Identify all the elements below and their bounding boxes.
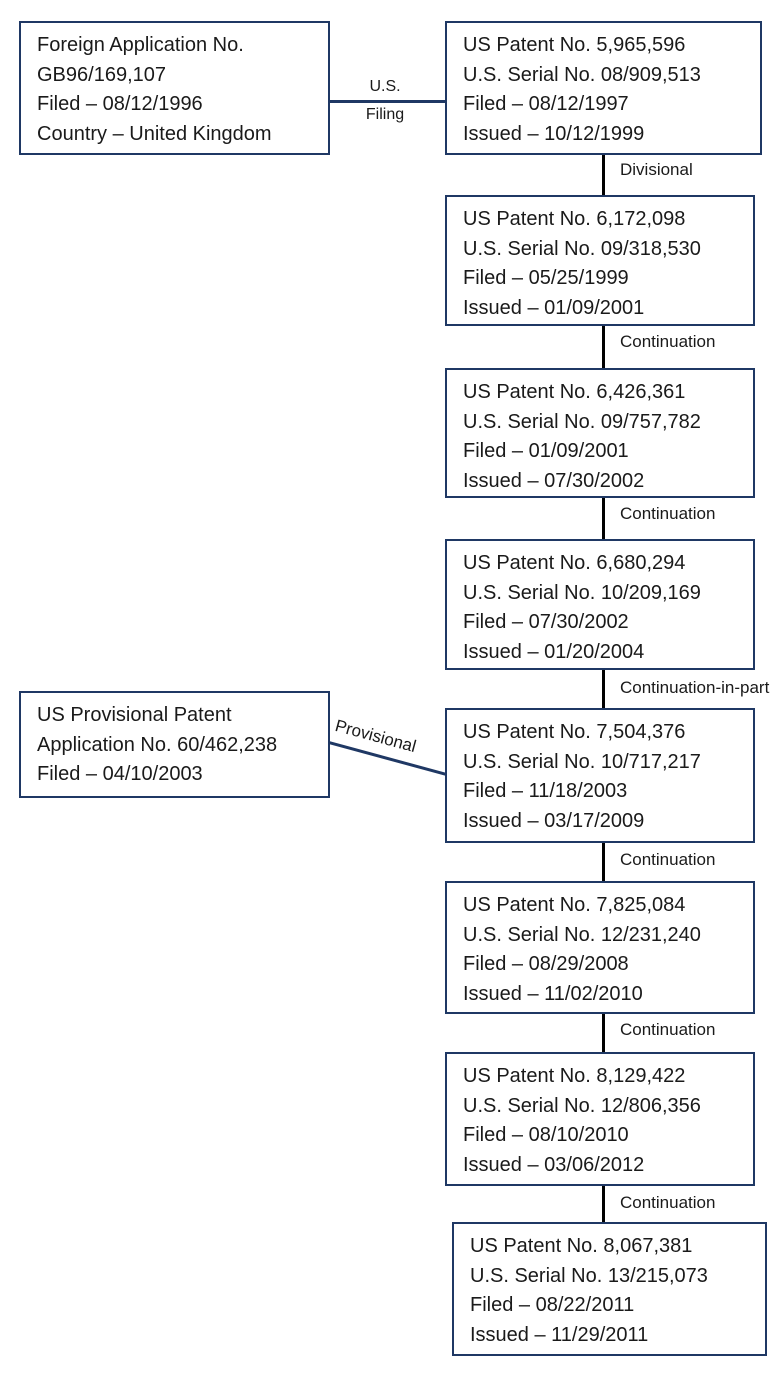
- node-us-provisional: US Provisional Patent Application No. 60…: [19, 691, 330, 798]
- country: Country – United Kingdom: [37, 122, 272, 145]
- connector-continuation-2: [602, 498, 605, 539]
- edge-label-divisional: Divisional: [620, 160, 693, 179]
- node-us-patent-6680294: US Patent No. 6,680,294 U.S. Serial No. …: [445, 539, 755, 670]
- filed-date: Filed – 08/29/2008: [463, 953, 629, 975]
- connector-continuation-5: [602, 1186, 605, 1222]
- filed-date: Filed – 08/12/1997: [463, 93, 629, 115]
- patent-number: US Patent No. 6,172,098: [463, 208, 686, 230]
- patent-number: US Patent No. 6,426,361: [463, 381, 686, 403]
- edge-label-us-filing-bottom: Filing: [365, 106, 405, 123]
- serial-number: U.S. Serial No. 09/757,782: [463, 410, 701, 433]
- application-number-title: Foreign Application No.: [37, 34, 244, 56]
- edge-label-continuation-in-part: Continuation-in-part: [620, 678, 770, 697]
- patent-number: US Patent No. 7,825,084: [463, 894, 686, 916]
- patent-number: US Patent No. 5,965,596: [463, 34, 686, 56]
- node-us-patent-7504376: US Patent No. 7,504,376 U.S. Serial No. …: [445, 708, 755, 843]
- filed-date: Filed – 08/10/2010: [463, 1124, 629, 1146]
- node-us-patent-8129422: US Patent No. 8,129,422 U.S. Serial No. …: [445, 1052, 755, 1186]
- patent-number: US Patent No. 8,067,381: [470, 1235, 693, 1257]
- edge-label-continuation-4: Continuation: [620, 1020, 716, 1039]
- patent-number: US Patent No. 7,504,376: [463, 721, 686, 743]
- issued-date: Issued – 11/29/2011: [470, 1323, 649, 1346]
- issued-date: Issued – 10/12/1999: [463, 122, 645, 145]
- patent-number: US Patent No. 8,129,422: [463, 1065, 686, 1087]
- filed-date: Filed – 07/30/2002: [463, 611, 629, 633]
- filed-date: Filed – 08/22/2011: [470, 1294, 635, 1316]
- node-us-patent-8067381: US Patent No. 8,067,381 U.S. Serial No. …: [452, 1222, 767, 1356]
- edge-label-provisional: Provisional: [333, 716, 419, 757]
- filed-date: Filed – 01/09/2001: [463, 440, 629, 462]
- node-us-patent-7825084: US Patent No. 7,825,084 U.S. Serial No. …: [445, 881, 755, 1014]
- issued-date: Issued – 03/06/2012: [463, 1153, 645, 1176]
- filed-date: Filed – 08/12/1996: [37, 93, 203, 115]
- provisional-title: US Provisional Patent: [37, 704, 232, 726]
- application-number: GB96/169,107: [37, 63, 166, 86]
- issued-date: Issued – 11/02/2010: [463, 982, 643, 1005]
- issued-date: Issued – 07/30/2002: [463, 469, 645, 492]
- connector-continuation-4: [602, 1014, 605, 1052]
- filed-date: Filed – 05/25/1999: [463, 267, 629, 289]
- edge-label-continuation-5: Continuation: [620, 1193, 716, 1212]
- serial-number: U.S. Serial No. 13/215,073: [470, 1264, 708, 1287]
- issued-date: Issued – 01/20/2004: [463, 640, 645, 663]
- issued-date: Issued – 03/17/2009: [463, 809, 645, 832]
- edge-label-continuation-2: Continuation: [620, 504, 716, 523]
- serial-number: U.S. Serial No. 10/209,169: [463, 581, 701, 604]
- serial-number: U.S. Serial No. 09/318,530: [463, 237, 701, 260]
- connector-continuation-in-part: [602, 670, 605, 708]
- serial-number: U.S. Serial No. 12/231,240: [463, 923, 701, 946]
- connector-continuation-3: [602, 843, 605, 881]
- edge-label-continuation-3: Continuation: [620, 850, 716, 869]
- filed-date: Filed – 11/18/2003: [463, 780, 628, 802]
- connector-divisional: [602, 155, 605, 195]
- patent-number: US Patent No. 6,680,294: [463, 552, 686, 574]
- node-us-patent-6172098: US Patent No. 6,172,098 U.S. Serial No. …: [445, 195, 755, 326]
- serial-number: U.S. Serial No. 12/806,356: [463, 1094, 701, 1117]
- node-foreign-application: Foreign Application No. GB96/169,107 Fil…: [19, 21, 330, 155]
- serial-number: U.S. Serial No. 08/909,513: [463, 63, 701, 86]
- node-us-patent-6426361: US Patent No. 6,426,361 U.S. Serial No. …: [445, 368, 755, 498]
- connector-continuation-1: [602, 326, 605, 368]
- node-us-patent-5965596: US Patent No. 5,965,596 U.S. Serial No. …: [445, 21, 762, 155]
- edge-label-continuation-1: Continuation: [620, 332, 716, 351]
- edge-us-filing-line: [330, 100, 445, 103]
- issued-date: Issued – 01/09/2001: [463, 296, 645, 319]
- edge-label-us-filing-top: U.S.: [369, 78, 401, 95]
- serial-number: U.S. Serial No. 10/717,217: [463, 750, 701, 773]
- application-number: Application No. 60/462,238: [37, 733, 278, 756]
- filed-date: Filed – 04/10/2003: [37, 763, 203, 785]
